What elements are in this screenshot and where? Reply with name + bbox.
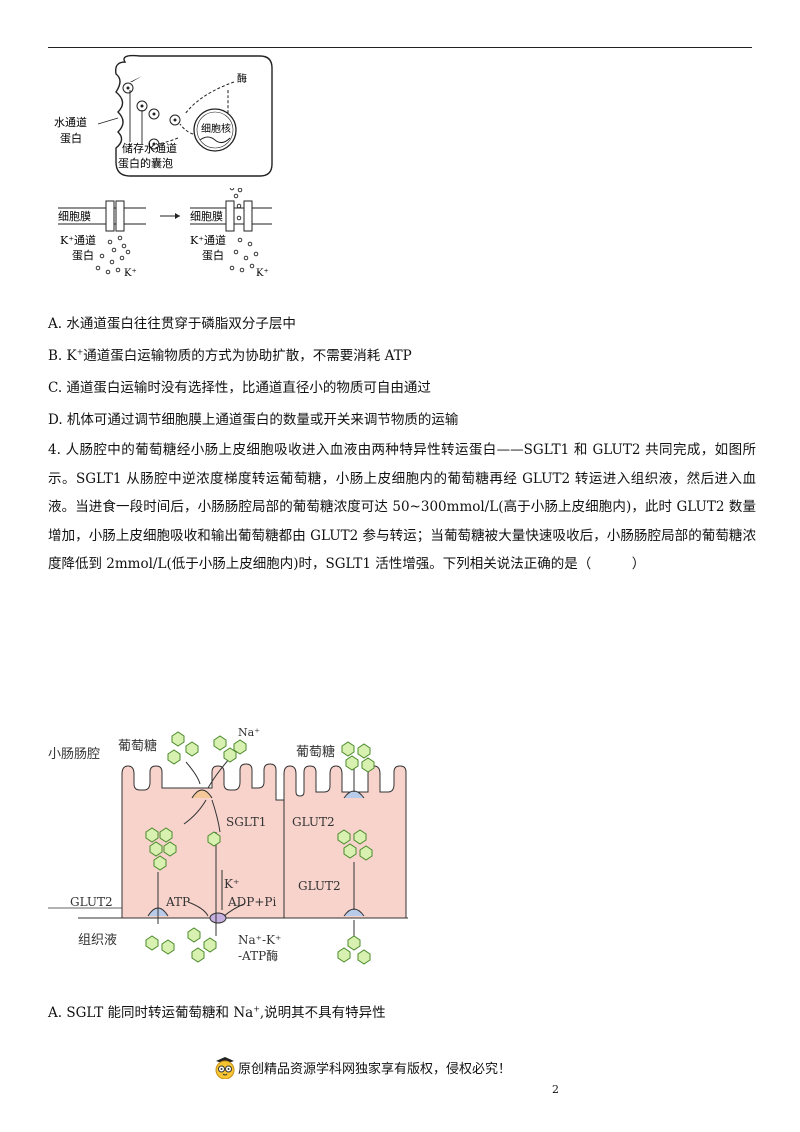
- water-channel-label-2: 蛋白: [60, 131, 82, 145]
- membrane-left-label: 细胞膜: [58, 210, 91, 223]
- vesicle-label-2: 蛋白的囊泡: [118, 156, 173, 170]
- q4-option-a-suffix: ,说明其不具有特异性: [259, 1005, 386, 1021]
- tissue-fluid-label: 组织液: [78, 933, 117, 948]
- water-channel-figure: 细胞核 酶 水通道 蛋白 储存水通道 蛋白的囊泡: [54, 54, 273, 177]
- q3-option-d: D. 机体可通过调节细胞膜上通道蛋白的数量或开关来调节物质的运输: [48, 412, 459, 428]
- q3-option-b-prefix: B. K: [48, 348, 77, 364]
- q3-option-b-sup: +: [76, 347, 84, 357]
- channel-left-label-2: 蛋白: [72, 248, 94, 262]
- water-channel-label-1: 水通道: [54, 115, 87, 129]
- q3-option-c: C. 通道蛋白运输时没有选择性，比通道直径小的物质可自由通过: [48, 380, 431, 396]
- pump-label-1: Na⁺-K⁺: [238, 933, 281, 947]
- membrane-right-label: 细胞膜: [190, 210, 223, 223]
- q4-option-a-prefix: A. SGLT 能同时转运葡萄糖和 Na: [48, 1005, 254, 1021]
- q3-option-b-suffix: 通道蛋白运输物质的方式为协助扩散，不需要消耗 ATP: [83, 348, 412, 364]
- q3-option-a: A. 水通道蛋白往往贯穿于磷脂双分子层中: [48, 316, 296, 332]
- pump-label-2: -ATP酶: [238, 948, 278, 963]
- k-right-label: K⁺: [256, 268, 269, 279]
- q4-option-a: A. SGLT 能同时转运葡萄糖和 Na+,说明其不具有特异性: [48, 1001, 386, 1021]
- glut2-top-label: GLUT2: [292, 815, 335, 829]
- channel-left-label-1: K⁺通道: [60, 233, 96, 247]
- atp-label: ATP: [165, 895, 190, 909]
- lumen-label: 小肠肠腔: [48, 747, 100, 762]
- footer-text: 原创精品资源学科网独家享有版权，侵权必究！: [238, 1061, 512, 1077]
- glucose-right-label: 葡萄糖: [296, 744, 335, 760]
- glucose-transport-figure: 小肠肠腔 葡萄糖 Na⁺ 葡萄糖 SGLT1 GLUT2 GLUT2 GLUT2…: [48, 726, 408, 965]
- vesicle-label-1: 储存水通道: [122, 141, 177, 155]
- owl-logo-icon: [215, 1057, 235, 1079]
- sglt1-label: SGLT1: [226, 815, 266, 829]
- nucleus-label: 细胞核: [201, 122, 231, 135]
- glut2-right-label: GLUT2: [298, 879, 341, 893]
- k-label: K⁺: [224, 877, 239, 891]
- header-rule: [48, 47, 752, 48]
- channel-right-label-1: K⁺通道: [190, 233, 226, 247]
- question-4-text: 4. 人肠腔中的葡萄糖经小肠上皮细胞吸收进入血液由两种特异性转运蛋白——SGLT…: [48, 442, 756, 573]
- channel-right-label-2: 蛋白: [202, 248, 224, 262]
- footer: 原创精品资源学科网独家享有版权，侵权必究！: [212, 1055, 511, 1079]
- q3-option-b: B. K+通道蛋白运输物质的方式为协助扩散，不需要消耗 ATP: [48, 344, 412, 364]
- glut2-left-label: GLUT2: [70, 895, 113, 909]
- q4-option-a-sup: +: [253, 1004, 260, 1014]
- adp-label: ADP+Pi: [227, 895, 276, 909]
- na-label: Na⁺: [238, 726, 260, 739]
- k-channel-figure: 细胞膜 K⁺通道 蛋白 K⁺ 细胞膜 K⁺通道 蛋白 K⁺: [58, 188, 272, 279]
- enzyme-label: 酶: [237, 72, 247, 85]
- page-number: 2: [552, 1083, 559, 1096]
- k-left-label: K⁺: [124, 268, 137, 279]
- glucose-left-label: 葡萄糖: [118, 738, 157, 754]
